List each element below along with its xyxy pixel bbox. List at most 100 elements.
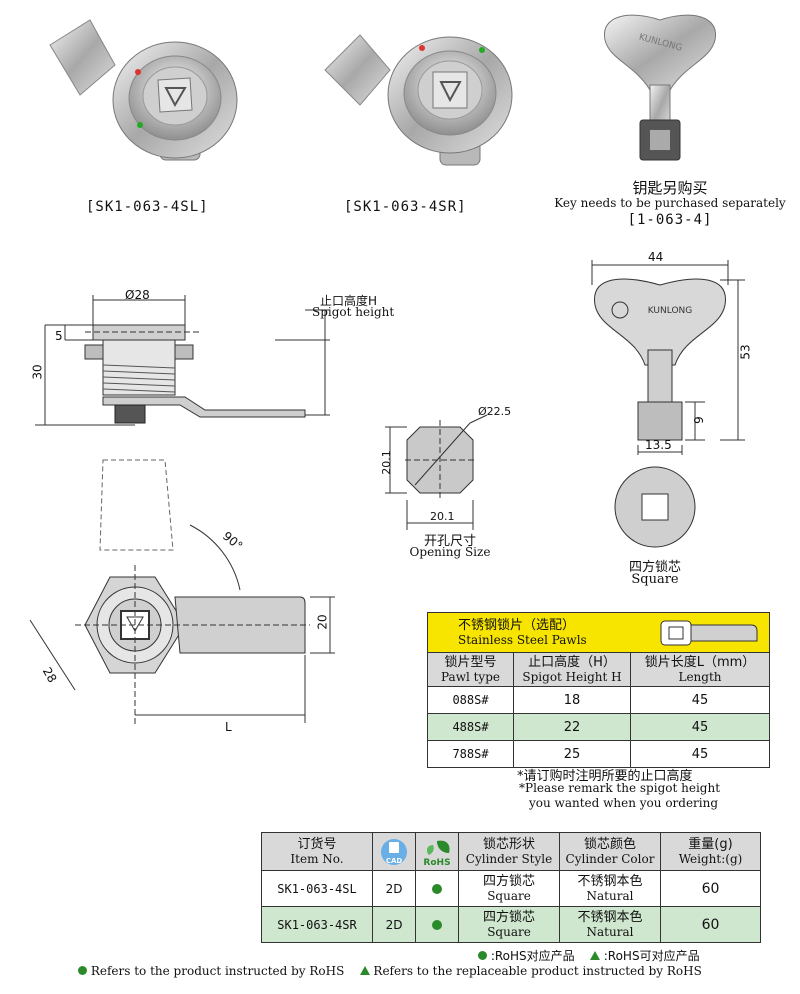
color-cell-en: Natural (586, 889, 634, 903)
item-head-item-en: Item No. (290, 852, 344, 866)
rohs-circle-icon (432, 884, 442, 894)
item-head-item-zh: 订货号 (297, 837, 337, 852)
dim-201-v: 20.1 (379, 450, 393, 475)
pawl-type-cell: 788S# (427, 740, 514, 768)
key-note-zh: 钥匙另购买 (632, 179, 708, 197)
item-table: 订货号 Item No. CAD RoHS 锁芯形状 Cylinder Styl… (261, 832, 761, 943)
pawl-length-cell: 45 (630, 740, 770, 768)
spigot-label-zh: 止口高度H (320, 294, 378, 308)
item-head-style: 锁芯形状 Cylinder Style (458, 832, 560, 871)
cad-cell: 2D (372, 870, 416, 907)
pawl-head-type-zh: 锁片型号 (444, 655, 497, 670)
dim-201-h: 20.1 (430, 510, 455, 523)
opening-label-en: Opening Size (409, 545, 491, 559)
pawl-title-zh: 不锈钢锁片（选配） (458, 618, 576, 633)
pawl-icon (660, 620, 758, 646)
item-head-weight: 重量(g) Weight:(g) (660, 832, 761, 871)
color-cell: 不锈钢本色 Natural (559, 870, 661, 907)
pawl-note-en-2: you wanted when you ordering (529, 796, 719, 810)
front-view-drawing (29, 459, 335, 725)
square-label-zh: 四方锁芯 (628, 560, 681, 575)
item-head-color-zh: 锁芯颜色 (583, 837, 636, 852)
pawl-height-cell: 22 (513, 713, 631, 741)
opening-label-zh: 开孔尺寸 (423, 534, 476, 549)
dim-53: 53 (738, 344, 753, 360)
item-head-rohs: RoHS (415, 832, 459, 871)
pawl-length-cell: 45 (630, 713, 770, 741)
item-head-cad: CAD (372, 832, 416, 871)
legend-triangle-en: Refers to the replaceable product instru… (373, 964, 702, 978)
legend-circle-en: Refers to the product instructed by RoHS (90, 964, 345, 978)
pawl-type-cell: 088S# (427, 686, 514, 714)
dim-d225: Ø22.5 (478, 405, 512, 418)
key-code: [1-063-4] (627, 212, 713, 228)
legend-en: Refers to the product instructed by RoHS… (78, 964, 702, 978)
dim-44: 44 (648, 250, 664, 264)
pawl-head-height: 止口高度（H） Spigot Height H (513, 652, 631, 687)
dim-L: L (225, 720, 232, 734)
product-code-sr: [SK1-063-4SR] (344, 199, 467, 215)
color-cell-en: Natural (586, 925, 634, 939)
product-code-sl: [SK1-063-4SL] (86, 199, 209, 215)
legend-circle-icon (478, 951, 487, 960)
opening-size-drawing (385, 414, 488, 530)
dim-9: 9 (691, 416, 706, 424)
pawl-head-height-en: Spigot Height H (522, 670, 622, 684)
side-view-drawing (35, 295, 330, 426)
square-label-en: Square (631, 572, 679, 587)
pawl-type-cell: 488S# (427, 713, 514, 741)
dim-20: 20 (315, 614, 330, 630)
cad-cell: 2D (372, 906, 416, 943)
item-head-item: 订货号 Item No. (261, 832, 373, 871)
key-drawing: KUNLONG (591, 260, 745, 455)
square-cylinder-drawing (614, 466, 696, 548)
pawl-length-cell: 45 (630, 686, 770, 714)
rohs-icon-label: RoHS (423, 858, 450, 867)
weight-cell: 60 (660, 870, 761, 907)
style-cell-en: Square (487, 889, 531, 903)
item-head-color: 锁芯颜色 Cylinder Color (559, 832, 661, 871)
weight-cell: 60 (660, 906, 761, 943)
item-head-weight-en: Weight:(g) (678, 852, 743, 866)
table-row: SK1-063-4SR 2D 四方锁芯 Square 不锈钢本色 Natural… (261, 906, 761, 943)
legend-circle-zh: :RoHS对应产品 (490, 949, 575, 963)
pawl-title-en: Stainless Steel Pawls (458, 633, 587, 647)
style-cell: 四方锁芯 Square (458, 870, 560, 907)
key-brand: KUNLONG (648, 306, 692, 316)
spigot-label-en: Spigot height (312, 305, 395, 319)
cad-icon-label: CAD (386, 857, 403, 865)
dim-d28: Ø28 (125, 288, 150, 302)
style-cell-zh: 四方锁芯 (482, 874, 535, 889)
pawl-table-title: 不锈钢锁片（选配） Stainless Steel Pawls (427, 612, 770, 653)
pawl-table: 不锈钢锁片（选配） Stainless Steel Pawls 锁片型号 Paw… (427, 612, 770, 768)
item-no-cell: SK1-063-4SR (261, 906, 373, 943)
item-head-style-zh: 锁芯形状 (482, 837, 535, 852)
legend-triangle-icon (589, 951, 600, 960)
table-row: 788S# 25 45 (427, 740, 770, 768)
color-cell: 不锈钢本色 Natural (559, 906, 661, 943)
pawl-head-type: 锁片型号 Pawl type (427, 652, 514, 687)
key-note-en: Key needs to be purchased separately (554, 196, 786, 210)
rohs-leaf-icon: RoHS (423, 840, 451, 867)
item-no-cell: SK1-063-4SL (261, 870, 373, 907)
rohs-cell (415, 906, 459, 943)
table-row: 088S# 18 45 (427, 686, 770, 714)
product-photo-sl (49, 19, 238, 161)
pawl-head-type-en: Pawl type (441, 670, 500, 684)
pawl-height-cell: 18 (513, 686, 631, 714)
style-cell-en: Square (487, 925, 531, 939)
cad-icon: CAD (381, 838, 407, 865)
key-photo: KUNLONG (604, 14, 716, 161)
pawl-note-en-1: *Please remark the spigot height (519, 781, 721, 795)
pawl-head-length-zh: 锁片长度L（mm） (644, 655, 756, 670)
item-head-color-en: Cylinder Color (565, 852, 655, 866)
legend-zh: :RoHS对应产品 :RoHS可对应产品 (478, 947, 700, 964)
legend-triangle-icon-en (359, 966, 370, 975)
dim-135: 13.5 (645, 438, 672, 452)
item-head-weight-zh: 重量(g) (688, 837, 733, 852)
dim-5: 5 (55, 329, 63, 343)
style-cell-zh: 四方锁芯 (482, 910, 535, 925)
rohs-circle-icon (432, 920, 442, 930)
pawl-height-cell: 25 (513, 740, 631, 768)
dim-30: 30 (30, 364, 45, 380)
